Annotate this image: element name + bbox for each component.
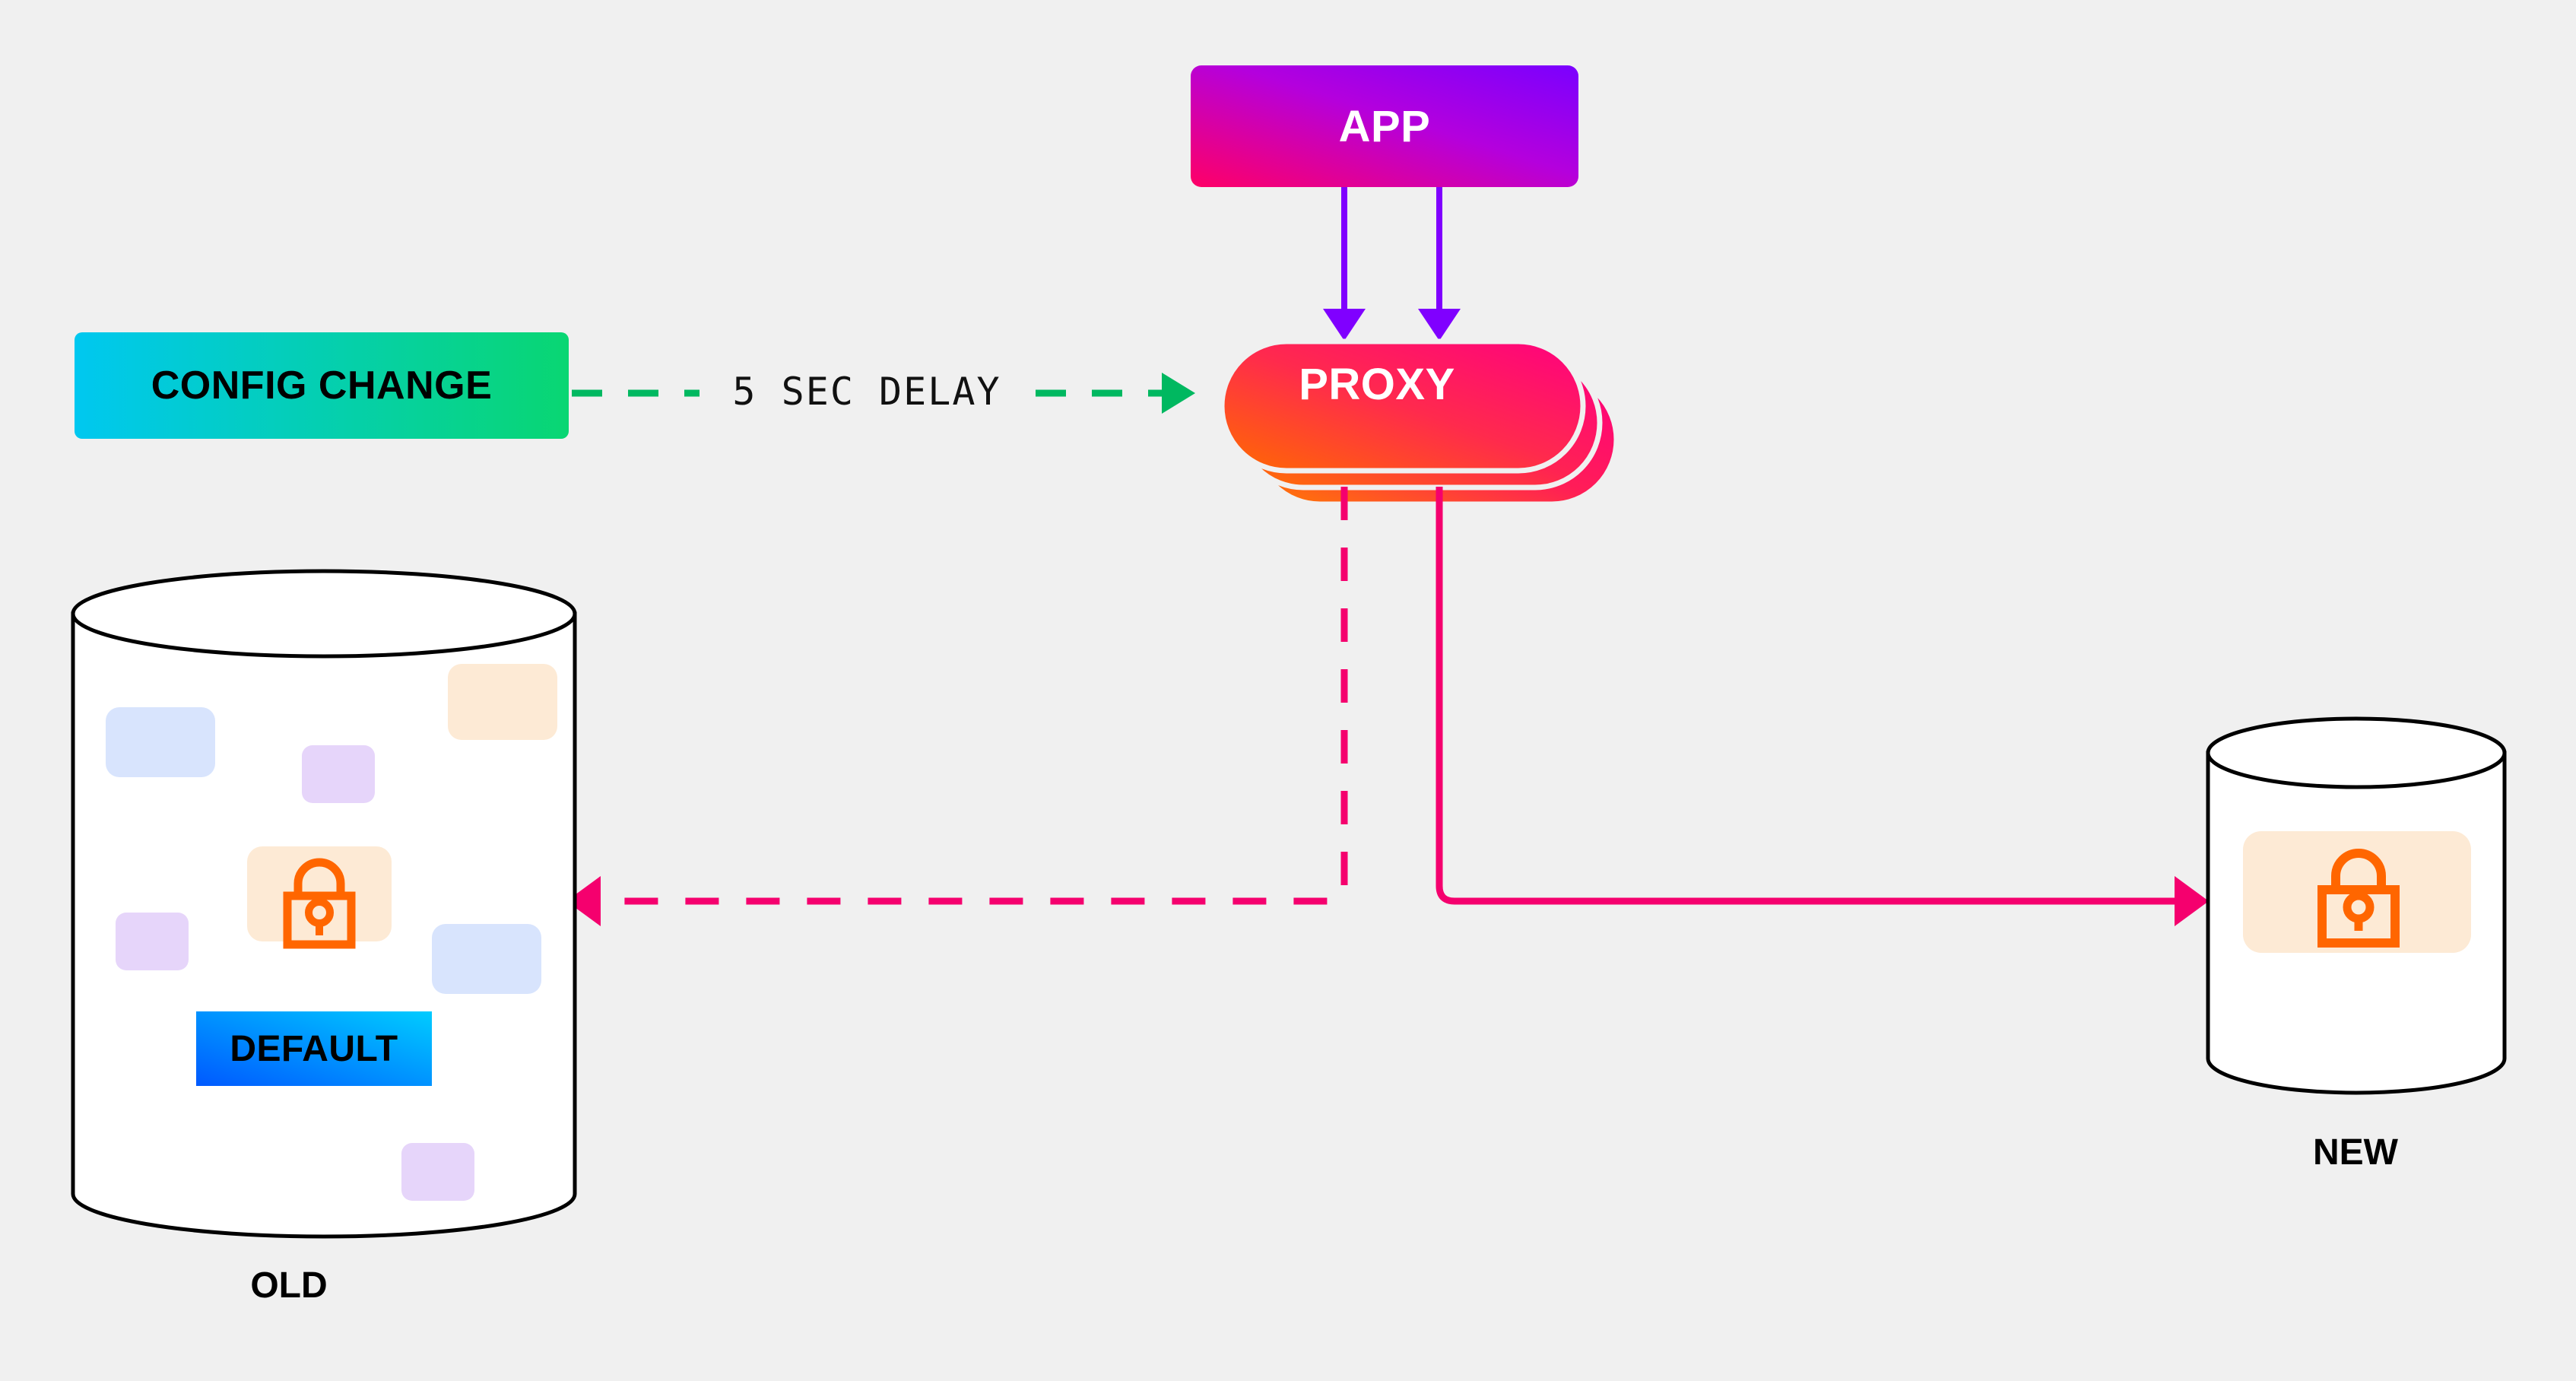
default-tag-shape <box>196 1011 432 1086</box>
config-change-node[interactable] <box>75 332 569 439</box>
new-db-cylinder-top <box>2206 716 2507 789</box>
data-block-lavender-2 <box>116 913 189 970</box>
old-database-node[interactable] <box>71 569 577 1239</box>
config-change-shape <box>75 332 569 439</box>
data-block-lavender-1 <box>302 745 375 803</box>
delay-edge-label: 5 SEC DELAY <box>732 370 1001 414</box>
lock-icon <box>283 858 356 949</box>
app-node-shape <box>1191 65 1578 187</box>
data-block-blue-2 <box>432 924 541 994</box>
new-database-node[interactable] <box>2206 716 2507 1095</box>
proxy-to-old-db-arrow <box>566 487 1348 926</box>
data-block-peach-1 <box>448 664 557 740</box>
config-change-to-proxy-arrow <box>572 373 1195 414</box>
old-db-cylinder-top <box>71 569 577 659</box>
arrowhead-left-icon <box>566 876 601 926</box>
app-to-proxy-arrow-right <box>1418 187 1461 341</box>
lock-icon <box>2317 849 2400 948</box>
arrowhead-right-icon <box>1162 373 1195 414</box>
proxy-node[interactable] <box>1219 338 1620 507</box>
proxy-stack-layer-1 <box>1219 338 1586 474</box>
proxy-to-new-db-arrow <box>1436 487 2209 926</box>
arrowhead-down-icon <box>1323 309 1366 341</box>
new-database-caption: NEW <box>2313 1132 2398 1173</box>
app-node[interactable] <box>1191 65 1578 187</box>
app-to-proxy-arrow-left <box>1323 187 1366 341</box>
arrowhead-down-icon <box>1418 309 1461 341</box>
data-block-blue-1 <box>106 707 215 777</box>
arrow-path <box>601 487 1348 905</box>
arrowhead-right-icon <box>2175 876 2209 926</box>
old-database-caption: OLD <box>250 1265 328 1306</box>
arrow-path <box>1436 487 2181 905</box>
data-block-lavender-3 <box>401 1143 474 1201</box>
